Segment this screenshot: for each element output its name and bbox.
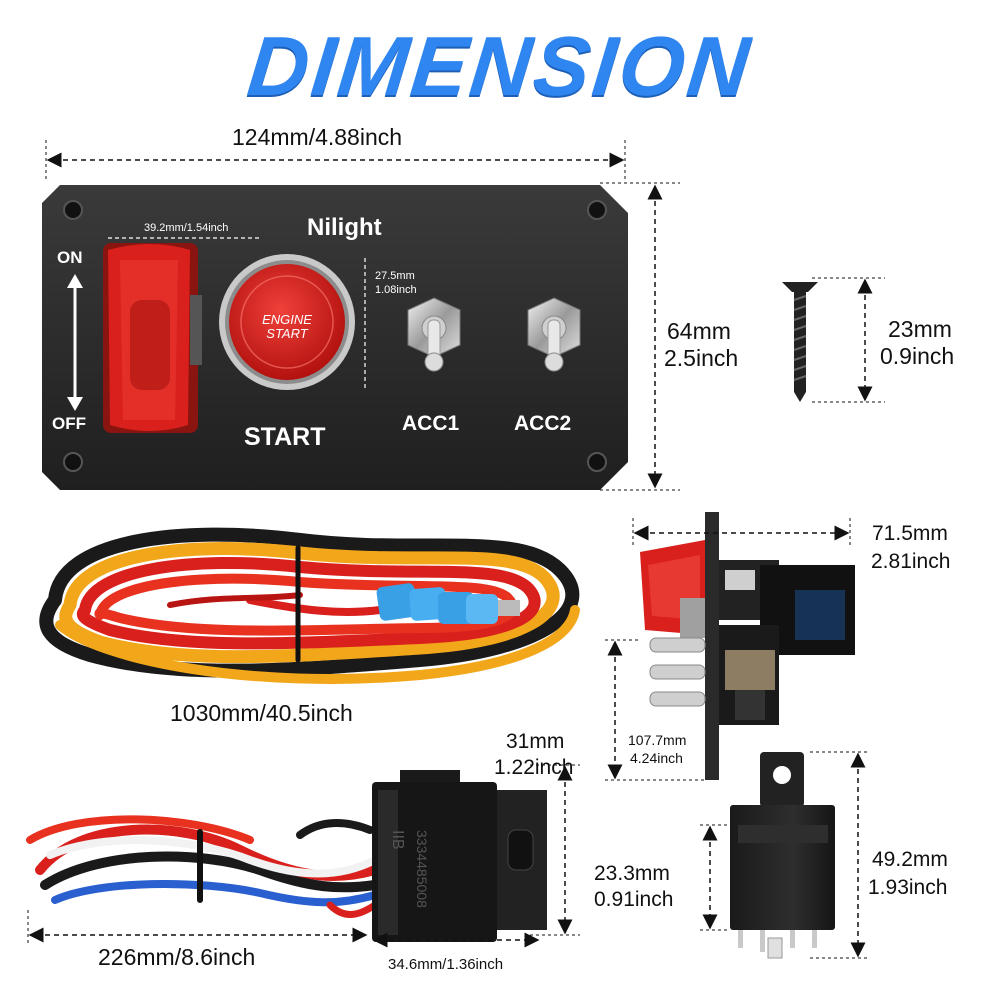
screw-length-mm-label: 23mm — [888, 316, 952, 342]
start-label: START — [244, 423, 326, 451]
mounting-hole-icon — [587, 452, 607, 472]
button-size-mm-label: 27.5mm — [375, 270, 415, 282]
screw-icon — [782, 282, 818, 402]
relay-height-mm-label: 49.2mm — [872, 848, 948, 871]
acc2-toggle-graphic — [527, 297, 581, 372]
acc2-label: ACC2 — [514, 412, 572, 435]
depth-in-label: 2.81inch — [871, 550, 951, 573]
toggle-width-label: 39.2mm/1.54inch — [144, 222, 229, 234]
mounting-hole-icon — [587, 200, 607, 220]
button-size-in-label: 1.08inch — [375, 284, 417, 296]
switch-panel — [42, 185, 628, 490]
depth-mm-label: 71.5mm — [872, 522, 948, 545]
relay-socket-harness-graphic — [26, 815, 380, 918]
socket-code-text: 3334485008 — [414, 830, 430, 908]
panel-width-label: 124mm/4.88inch — [232, 124, 403, 150]
side-view-graphic — [640, 512, 855, 780]
acc1-toggle-graphic — [407, 297, 461, 372]
terminal-connectors-graphic — [376, 583, 520, 624]
button-text-line2: START — [266, 326, 308, 341]
ignition-toggle-cover — [103, 243, 202, 433]
panel-height-mm-label: 64mm — [667, 318, 731, 344]
relay-width-mm-label: 23.3mm — [594, 862, 670, 885]
acc1-label: ACC1 — [402, 412, 460, 435]
relay-socket-graphic — [372, 770, 547, 942]
button-text-line1: ENGINE — [262, 312, 312, 327]
side-height-mm-label: 107.7mm — [628, 732, 687, 748]
socket-height-mm-label: 31mm — [506, 730, 565, 753]
off-label: OFF — [52, 414, 86, 433]
socket-height-in-label: 1.22inch — [494, 756, 574, 779]
wire-length-label: 226mm/8.6inch — [98, 944, 256, 970]
harness-length-label: 1030mm/40.5inch — [170, 700, 353, 726]
socket-mark-text: IIB — [389, 830, 406, 850]
mounting-hole-icon — [63, 452, 83, 472]
relay-graphic — [730, 752, 835, 959]
brand-logo: Nilight — [307, 214, 382, 241]
screw-length-in-label: 0.9inch — [880, 343, 955, 369]
side-height-in-label: 4.24inch — [630, 750, 683, 766]
on-label: ON — [57, 248, 83, 267]
panel-height-in-label: 2.5inch — [664, 345, 739, 371]
relay-height-in-label: 1.93inch — [868, 876, 948, 899]
mounting-hole-icon — [63, 200, 83, 220]
engine-start-button-graphic — [219, 254, 355, 390]
socket-width-label: 34.6mm/1.36inch — [388, 956, 504, 973]
relay-width-in-label: 0.91inch — [594, 888, 674, 911]
